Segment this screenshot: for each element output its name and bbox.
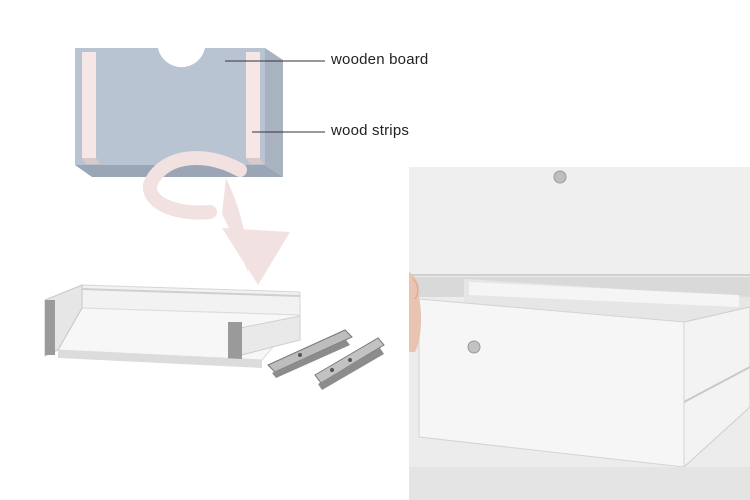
drawer-box-illustration [44, 284, 302, 368]
top-drawer-front [409, 167, 750, 275]
wood-strip-left [82, 52, 100, 164]
drawer-runners [267, 329, 385, 390]
label-wooden-board: wooden board [331, 51, 429, 68]
open-drawer-front [418, 298, 685, 468]
board-right-edge [265, 48, 283, 177]
cabinet-drawer-photo [409, 167, 750, 500]
wooden-board-diagram [75, 48, 325, 177]
wooden-board [75, 48, 265, 165]
curved-arrow-icon [143, 150, 290, 285]
knob-icon [553, 170, 567, 184]
label-wood-strips: wood strips [331, 122, 410, 139]
knob-icon [467, 340, 481, 354]
